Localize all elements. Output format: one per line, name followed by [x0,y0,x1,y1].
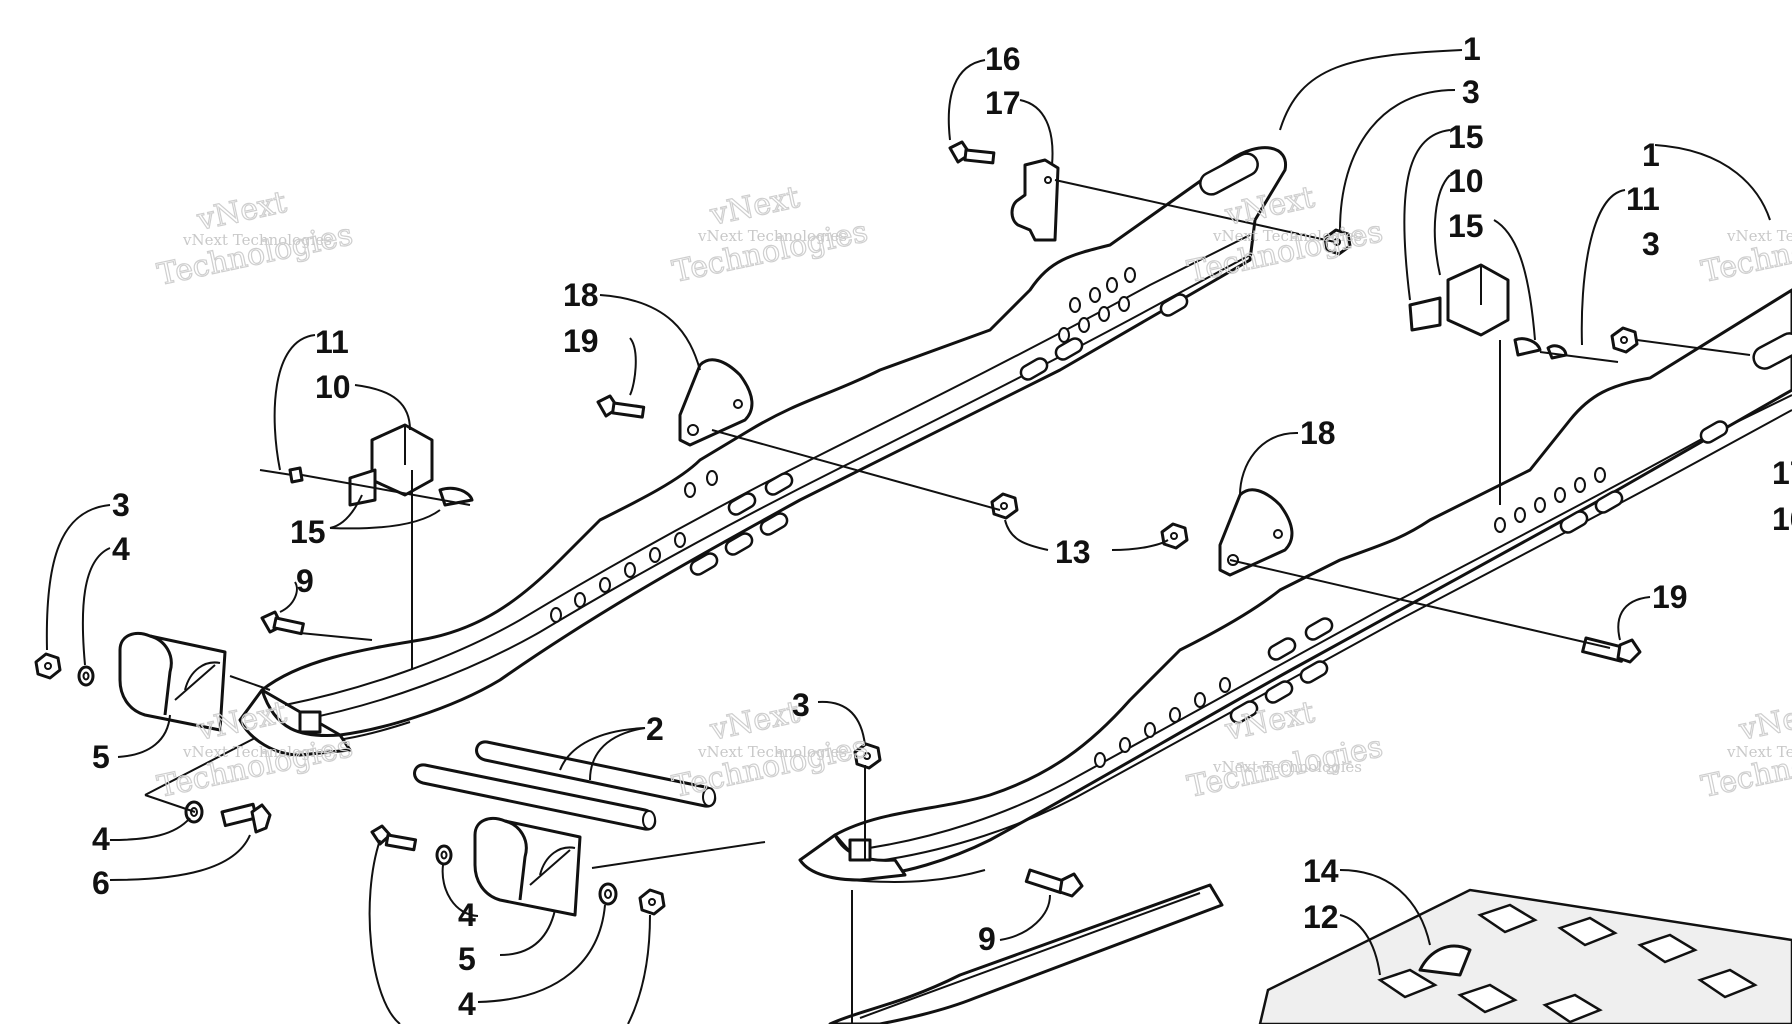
svg-text:Technologies: Technologies [154,217,355,293]
callout-9: 9 [978,921,996,957]
svg-text:vNext Technologies: vNext Technologies [1212,758,1362,776]
callout-4: 4 [112,531,130,567]
callout-3: 3 [792,687,810,723]
bracket-18-upper [678,358,754,447]
washer-left [77,665,95,687]
svg-text:vNext: vNext [706,695,802,748]
bumper-block-left [118,632,227,732]
callout-15: 15 [1448,208,1484,244]
nut-13-left [990,492,1019,520]
svg-text:vNext Technologies: vNext Technologies [697,743,847,761]
callout-18: 18 [563,277,599,313]
callout-15: 15 [290,514,326,550]
track-section [1258,888,1792,1024]
right-rail-holes [1094,420,1729,768]
svg-text:Technologies: Technologies [1184,729,1385,805]
svg-text:vNext Technologies: vNext Technologies [182,231,332,249]
watermark: vNext Technologies Technologies [1698,214,1792,291]
switch-box-right [1408,263,1619,363]
bolt-9-lower [1024,868,1084,898]
callout-4: 4 [458,986,476,1022]
callout-9: 9 [296,563,314,599]
nut-3-center [853,742,882,770]
svg-text:Technologies: Technologies [669,729,870,805]
leader-lines [45,49,1771,1024]
washer-lower-center-left [435,844,453,866]
svg-text:vNext: vNext [1735,695,1792,748]
callout-17: 17 [985,85,1021,121]
callout-4: 4 [458,897,476,933]
bracket-17 [1010,158,1060,242]
watermark: vNext vNext Technologies Technologies [669,694,872,805]
bolt-16-top [948,140,996,165]
bolt-lower-left [370,824,418,852]
callout-17: 17 [1772,455,1792,491]
bolt-6 [220,802,272,834]
watermark: vNext vNext Technologies Technologies [1698,694,1792,805]
callout-14: 14 [1303,853,1339,889]
callout-10: 10 [1448,163,1484,199]
callout-19: 19 [563,323,599,359]
callout-4: 4 [92,821,110,857]
callout-1: 1 [1463,31,1481,67]
svg-text:Technologies: Technologies [154,729,355,805]
callout-19: 19 [1652,579,1688,615]
cross-shafts [413,740,717,831]
switch-box-left [259,423,474,507]
callout-11: 11 [1626,181,1660,217]
svg-text:vNext: vNext [706,180,802,233]
callout-labels: 1 3 15 10 15 1 11 3 16 17 18 19 11 10 15… [92,31,1792,1022]
callout-16: 16 [1772,501,1792,537]
bolt-19-lower [1581,636,1642,664]
callout-16: 16 [985,41,1021,77]
svg-text:vNext Technologies: vNext Technologies [1726,743,1792,761]
callout-1: 1 [1642,137,1660,173]
callout-3: 3 [1462,74,1480,110]
nut-13-right [1160,522,1189,550]
callout-15: 15 [1448,119,1484,155]
callout-3: 3 [1642,226,1660,262]
svg-text:vNext Technologies: vNext Technologies [1212,227,1362,245]
nut-3-top-right [1610,326,1639,354]
watermark: vNext vNext Technologies Technologies [154,184,357,293]
svg-text:Technologies: Technologies [1698,214,1792,290]
watermark: vNext vNext Technologies Technologies [669,179,872,290]
callout-6: 6 [92,865,110,901]
bumper-block-center [473,817,582,917]
callout-10: 10 [315,369,351,405]
svg-text:vNext Technologies: vNext Technologies [182,743,332,761]
callout-5: 5 [458,941,476,977]
callout-11: 11 [315,324,349,360]
bolt-19-upper [596,394,646,419]
washer-lower-center-right [598,882,618,906]
svg-text:vNext Technologies: vNext Technologies [697,227,847,245]
callout-2: 2 [646,711,664,747]
svg-text:vNext: vNext [1221,695,1317,748]
callout-13: 13 [1055,534,1091,570]
callout-5: 5 [92,739,110,775]
svg-text:Technologies: Technologies [669,214,870,290]
lower-rail-fragment [828,883,1224,1024]
nut-left [34,652,62,680]
bracket-18-lower [1218,488,1294,577]
callout-18: 18 [1300,415,1336,451]
callout-3: 3 [112,487,130,523]
bolt-9-upper [260,610,373,641]
left-rail-holes [550,267,1189,623]
nut-lower-center [638,888,666,916]
callout-12: 12 [1303,899,1339,935]
left-slide-rail [238,146,1287,757]
svg-text:vNext Technologies: vNext Technologies [1726,227,1792,245]
